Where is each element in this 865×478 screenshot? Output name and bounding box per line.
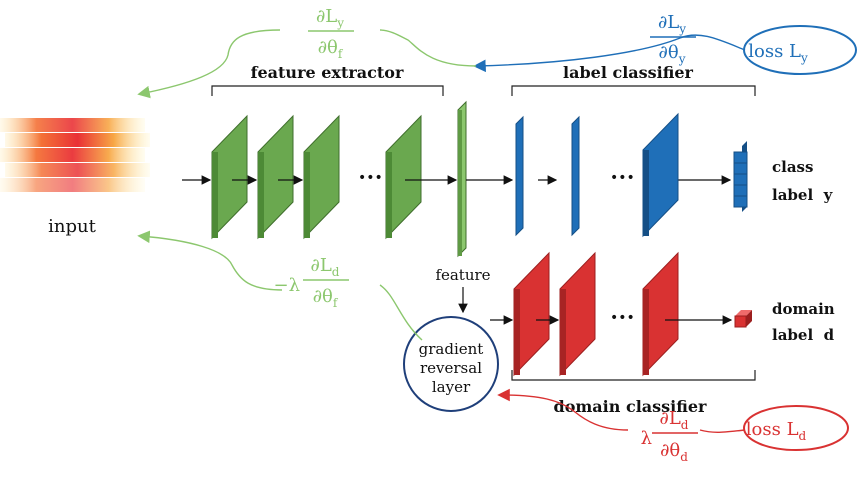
red-gradient-curve	[500, 395, 746, 433]
svg-text:∂Ld: ∂Ld	[311, 255, 340, 279]
green-bottom-num: ∂L	[311, 255, 332, 276]
red-num-sub: d	[681, 418, 689, 432]
svg-text:∂Ly: ∂Ly	[316, 6, 344, 30]
svg-text:∂Ly: ∂Ly	[658, 12, 686, 36]
class-label-line2: label y	[772, 186, 834, 204]
red-gradient-fraction: λ ∂Ld ∂θd	[641, 408, 698, 464]
svg-text:∂Ld: ∂Ld	[660, 408, 689, 432]
lc-layer-1	[515, 115, 524, 237]
red-num: ∂L	[660, 408, 681, 429]
lc-layer-2	[571, 115, 580, 237]
fe-layer-1	[211, 114, 248, 240]
loss-d-sub: d	[799, 429, 807, 443]
loss-y-ellipse: loss Ly	[743, 25, 857, 75]
green-bottom-gradient-fraction: −λ ∂Ld ∂θf	[274, 255, 349, 310]
red-prefix: λ	[641, 428, 652, 449]
blue-gradient-curve	[473, 34, 746, 73]
green-top-den: ∂θ	[318, 37, 338, 58]
domain-classifier-title: domain classifier	[554, 397, 708, 416]
feature-extractor-layers	[211, 100, 467, 258]
feature-extractor-bracket	[211, 85, 444, 96]
feature-label: feature	[435, 266, 490, 284]
label-classifier-title: label classifier	[563, 63, 694, 82]
grl-line1: gradient	[419, 340, 484, 358]
fe-dots: •••	[358, 170, 383, 186]
label-classifier-layers	[515, 112, 679, 238]
dc-layer-1	[513, 251, 550, 377]
feature-vector-layer	[457, 100, 467, 258]
green-bottom-num-sub: d	[332, 265, 340, 279]
fe-layer-3	[303, 114, 340, 240]
green-top-den-sub: f	[338, 47, 344, 61]
domain-classifier-layers	[513, 251, 679, 377]
domain-output-cube	[734, 310, 752, 328]
lc-dots: •••	[610, 170, 635, 186]
class-label-line1: class	[772, 158, 813, 176]
green-bottom-den-sub: f	[333, 296, 339, 310]
svg-text:∂θy: ∂θy	[659, 42, 686, 66]
loss-y-text: loss L	[748, 41, 801, 62]
lc-layer-3	[642, 112, 679, 238]
domain-label-line2: label d	[772, 326, 835, 344]
red-den-sub: d	[680, 450, 688, 464]
input-image	[0, 118, 150, 192]
green-bottom-prefix: −λ	[274, 275, 301, 296]
fe-layer-4	[385, 114, 422, 240]
input-label: input	[48, 216, 96, 237]
loss-d-text: loss L	[746, 419, 799, 440]
dc-layer-3	[642, 251, 679, 377]
svg-text:∂θf: ∂θf	[318, 37, 344, 61]
svg-text:loss Ly: loss Ly	[748, 41, 808, 65]
svg-text:loss Ld: loss Ld	[746, 419, 807, 443]
red-den: ∂θ	[660, 440, 680, 461]
green-bottom-den: ∂θ	[313, 286, 333, 307]
blue-den-sub: y	[678, 52, 686, 66]
feature-extractor-title: feature extractor	[251, 63, 404, 82]
green-top-gradient-curve	[140, 29, 477, 94]
green-top-num-sub: y	[336, 16, 344, 30]
dc-layer-2	[559, 251, 596, 377]
svg-text:∂θd: ∂θd	[660, 440, 688, 464]
green-top-num: ∂L	[316, 6, 337, 27]
blue-num-sub: y	[678, 22, 686, 36]
class-output-vector	[733, 141, 748, 212]
blue-num: ∂L	[658, 12, 679, 33]
gradient-reversal-layer: gradient reversal layer	[403, 316, 499, 412]
domain-classifier-bracket	[511, 370, 756, 381]
blue-gradient-fraction: ∂Ly ∂θy	[650, 12, 696, 66]
svg-text:∂θf: ∂θf	[313, 286, 339, 310]
label-classifier-bracket	[511, 85, 756, 96]
blue-den: ∂θ	[659, 42, 679, 63]
fe-layer-2	[257, 114, 294, 240]
loss-y-sub: y	[800, 51, 808, 65]
loss-d-ellipse: loss Ld	[743, 405, 849, 451]
green-top-gradient-fraction: ∂Ly ∂θf	[308, 6, 354, 61]
domain-label-line1: domain	[772, 300, 835, 318]
dc-dots: •••	[610, 310, 635, 326]
grl-line2: reversal	[420, 359, 482, 377]
green-bottom-gradient-curve	[140, 236, 423, 341]
grl-line3: layer	[432, 378, 471, 396]
